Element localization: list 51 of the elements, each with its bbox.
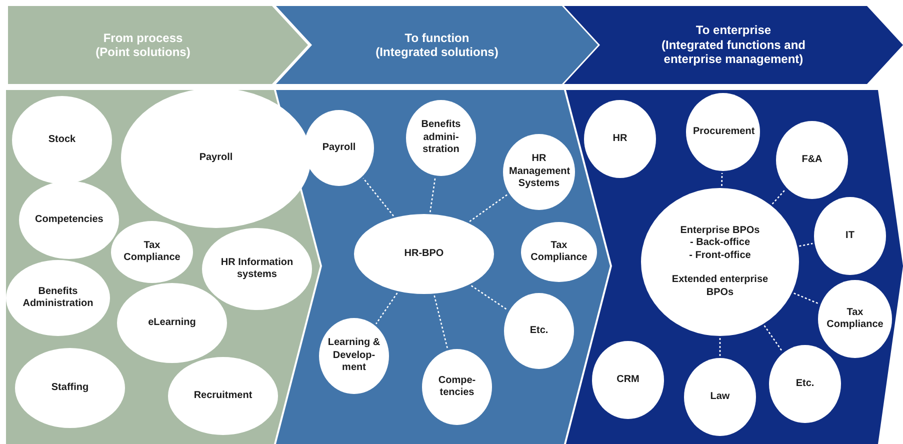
- dotted-connector: [772, 188, 786, 204]
- dotted-connector: [794, 292, 820, 304]
- node-text: Enterprise BPOs: [680, 224, 760, 238]
- dotted-connector: [362, 178, 394, 216]
- chevron-panel: [6, 90, 322, 444]
- header-text: From process: [103, 30, 183, 45]
- node-text: HR-BPO: [404, 248, 444, 260]
- dotted-connector: [469, 194, 508, 222]
- dotted-connector: [430, 177, 436, 212]
- node-text: Payroll: [199, 152, 233, 164]
- node-text: Stock: [48, 134, 76, 146]
- chevron-header: [276, 6, 598, 84]
- node-text: Compe- tencies: [437, 374, 477, 400]
- node-text: Tax Compliance: [122, 240, 182, 264]
- node-text: Benefits Administration: [22, 286, 94, 310]
- node-text: HR Management Systems: [509, 153, 569, 191]
- header-text: To function: [404, 30, 470, 45]
- node-text: - Back-office: [690, 237, 750, 250]
- node-text: Etc.: [530, 324, 548, 338]
- node-text: Etc.: [796, 378, 814, 390]
- dotted-connector: [719, 338, 721, 356]
- node-text: Benefits admini- stration: [420, 119, 462, 157]
- node-text: Competencies: [35, 214, 103, 226]
- node-text: eLearning: [148, 316, 196, 330]
- dotted-connector: [434, 295, 448, 349]
- node-text: Recruitment: [194, 390, 252, 402]
- chevron-header: [8, 6, 308, 84]
- dotted-connector: [470, 285, 508, 310]
- header-text: (Integrated solutions): [376, 45, 498, 60]
- node-text: Staffing: [51, 382, 89, 394]
- header-text: (Point solutions): [96, 45, 190, 60]
- node-text: - Front-office: [689, 250, 751, 262]
- header-text: (Integrated functions and enterprise management): [660, 38, 806, 67]
- dotted-connector: [799, 242, 813, 247]
- node-text: Extended enterprise BPOs: [670, 274, 770, 300]
- header-text: To enterprise: [696, 23, 772, 38]
- dotted-connector: [764, 325, 783, 352]
- node-text: Learning & Develop- ment: [326, 337, 382, 375]
- chevron-header: [564, 6, 903, 84]
- node-text: Tax Compliance: [826, 306, 884, 332]
- node-text: HR Information systems: [220, 256, 294, 282]
- node-text: Law: [710, 390, 730, 404]
- node-text: IT: [846, 230, 854, 242]
- node-text: HR: [612, 132, 628, 146]
- node-text: Payroll: [322, 142, 356, 154]
- dotted-connector: [376, 292, 398, 324]
- node-text: Procurement: [693, 126, 753, 138]
- node-text: F&A: [802, 154, 822, 166]
- dotted-connector: [721, 172, 723, 186]
- node-text: Tax Compliance: [530, 240, 588, 264]
- node-text: CRM: [616, 374, 640, 386]
